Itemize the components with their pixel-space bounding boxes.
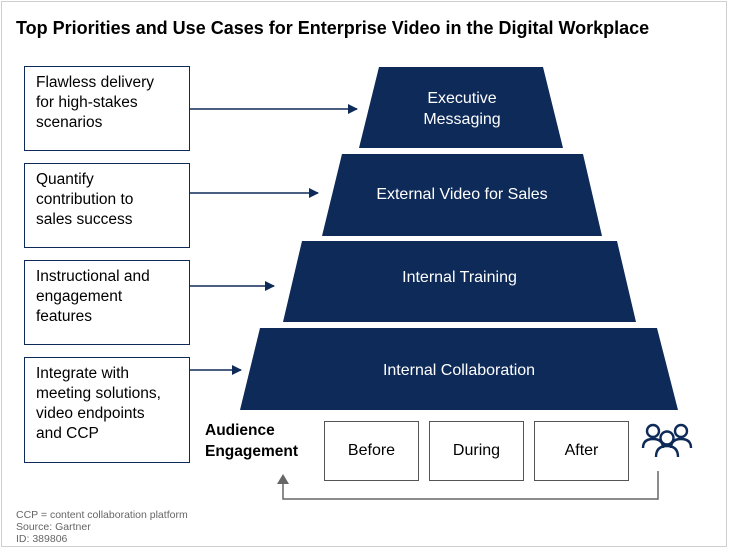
phase-before: Before: [324, 421, 419, 481]
figure-title: Top Priorities and Use Cases for Enterpr…: [16, 18, 650, 38]
box-quantify-contribution: Quantify contribution to sales success: [24, 163, 190, 248]
people-group-icon: [641, 423, 693, 458]
footnotes: CCP = content collaboration platform Sou…: [16, 509, 188, 545]
tier-executive-messaging: [359, 67, 563, 148]
feedback-loop: [282, 471, 659, 500]
tier-label-internal-training: Internal Training: [402, 269, 517, 286]
tier-internal-collaboration: [240, 328, 678, 410]
tier-label-executive: Executive Messaging: [423, 90, 501, 128]
tier-label-external-sales: External Video for Sales: [376, 186, 548, 203]
audience-engagement-label: Audience Engagement: [205, 422, 299, 460]
tier-external-video-sales: [322, 154, 602, 236]
footnote-ccp: CCP = content collaboration platform: [16, 509, 188, 521]
tier-internal-training: [283, 241, 636, 322]
phase-during: During: [429, 421, 524, 481]
box-flawless-delivery: Flawless delivery for high-stakes scenar…: [24, 66, 190, 151]
footnote-source: Source: Gartner: [16, 521, 91, 533]
phase-after: After: [534, 421, 629, 481]
box-instructional-features: Instructional and engagement features: [24, 260, 190, 345]
box-integrate-meeting: Integrate with meeting solutions, video …: [24, 357, 190, 463]
feedback-loop-arrowhead: [277, 474, 289, 484]
tier-label-internal-collaboration: Internal Collaboration: [382, 362, 536, 379]
footnote-id: ID: 389806: [16, 533, 68, 545]
